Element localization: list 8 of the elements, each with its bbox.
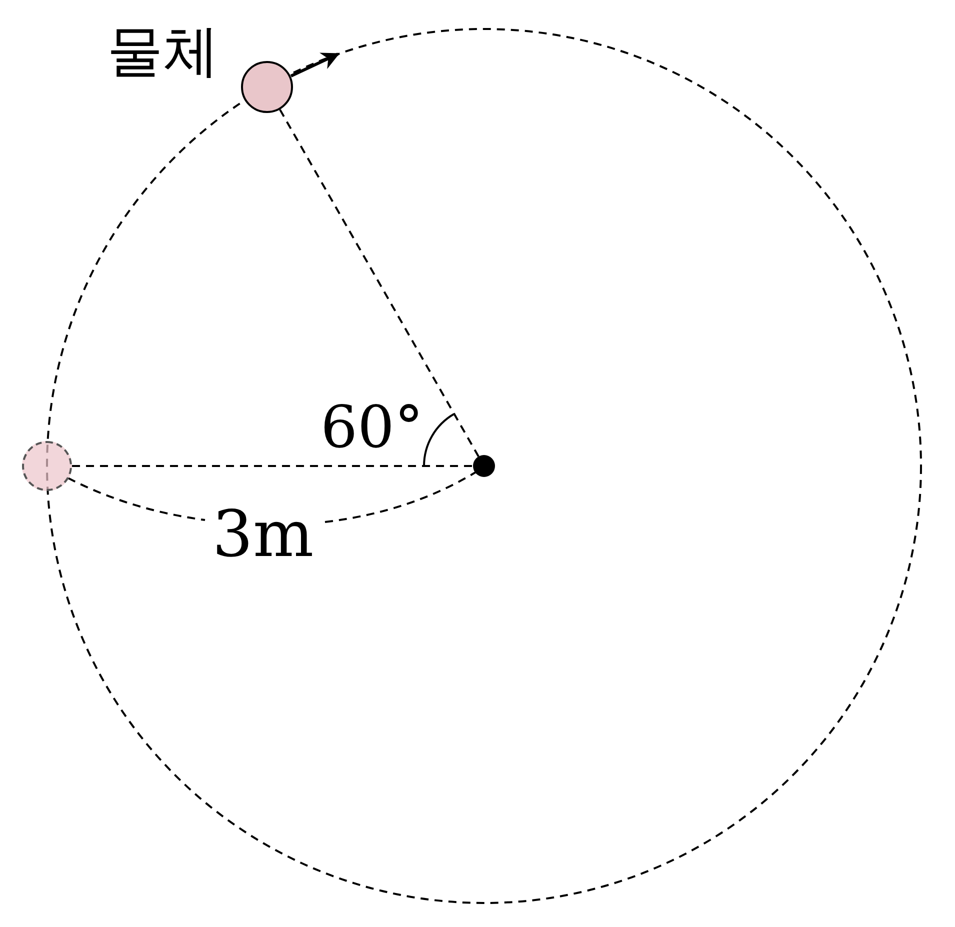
angle-label: 60° bbox=[320, 398, 424, 456]
previous-position-ball bbox=[22, 441, 72, 491]
dashed-radius-line bbox=[72, 465, 473, 467]
distance-label: 3m bbox=[212, 503, 314, 567]
center-point bbox=[473, 455, 495, 477]
object-label: 물체 bbox=[107, 24, 219, 80]
object-ball bbox=[241, 61, 293, 113]
dashed-radius-line bbox=[279, 109, 480, 457]
